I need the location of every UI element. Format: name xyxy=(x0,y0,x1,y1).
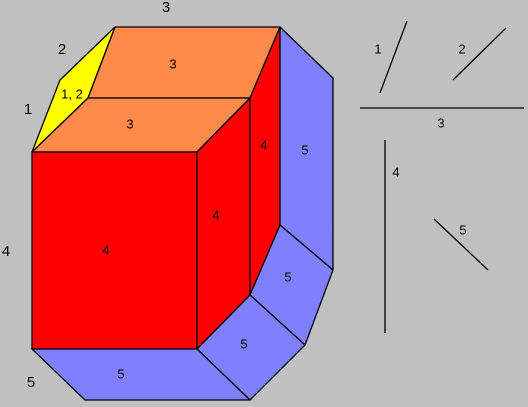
legend-label-3: 3 xyxy=(437,115,444,130)
label-edge-left-long: 4 xyxy=(2,243,10,260)
legend-line-2 xyxy=(452,27,507,81)
direction-legend: 1 2 3 4 5 xyxy=(360,20,524,333)
label-face-red-back: 4 xyxy=(260,137,267,152)
label-face-blue-right-middle: 5 xyxy=(284,269,291,284)
label-face-orange-front: 3 xyxy=(126,116,133,131)
legend-label-5: 5 xyxy=(459,222,466,237)
legend-label-4: 4 xyxy=(392,164,399,179)
legend-line-5 xyxy=(433,218,489,271)
label-edge-upper-left: 2 xyxy=(58,41,66,58)
legend-label-1: 1 xyxy=(374,41,381,56)
label-edge-top: 3 xyxy=(162,0,170,16)
label-face-orange-back: 3 xyxy=(169,56,176,71)
face-blue-bottom xyxy=(31,348,251,401)
legend-line-1 xyxy=(379,20,408,94)
label-face-red-front: 4 xyxy=(102,242,109,257)
label-face-blue-right-upper: 5 xyxy=(301,142,308,157)
label-edge-left-short: 1 xyxy=(24,101,32,118)
label-edge-bottom-left: 5 xyxy=(27,374,35,391)
legend-label-2: 2 xyxy=(458,41,465,56)
label-face-blue-right-lower: 5 xyxy=(240,336,247,351)
label-face-yellow: 1, 2 xyxy=(61,86,83,101)
solid: 1, 2 3 3 4 4 4 5 5 5 5 3 2 1 4 5 xyxy=(2,0,334,401)
label-face-blue-bottom: 5 xyxy=(117,366,124,381)
label-face-red-side: 4 xyxy=(212,207,219,222)
face-red-front xyxy=(31,151,198,350)
face-orange-back xyxy=(87,26,281,99)
